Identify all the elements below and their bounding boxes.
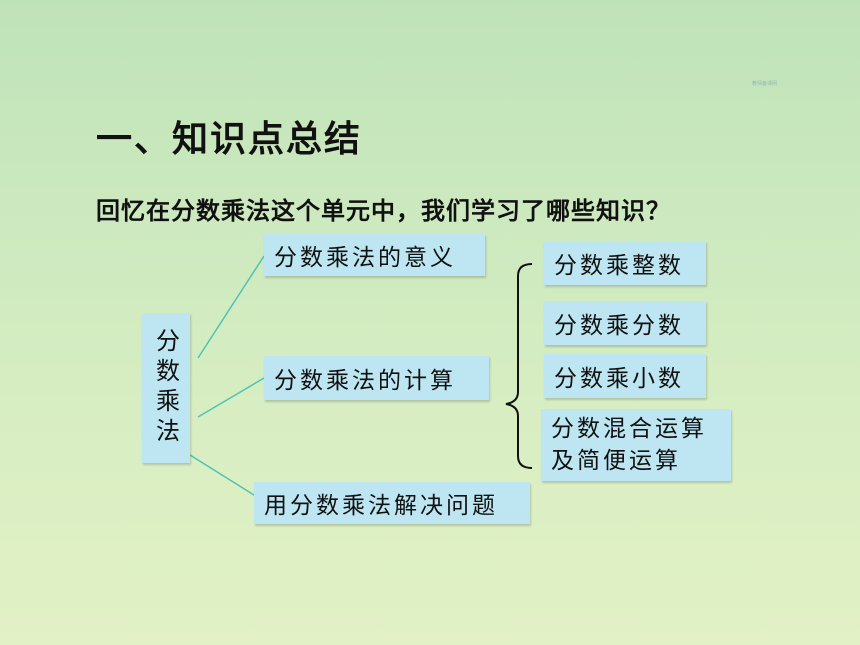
- watermark: 教师备课网: [752, 81, 778, 87]
- calc-item-decimal: 分数乘小数: [544, 354, 706, 398]
- root-node: 分数乘法: [142, 313, 190, 463]
- page-title: 一、知识点总结: [96, 119, 363, 160]
- branch-calculation: 分数乘法的计算: [264, 356, 489, 400]
- calc-item-fraction: 分数乘分数: [544, 301, 706, 345]
- calc-item-mixed-line2: 及简便运算: [551, 448, 681, 474]
- calc-item-mixed: 分数混合运算 及简便运算: [541, 409, 731, 481]
- calc-item-mixed-line1: 分数混合运算: [551, 416, 707, 442]
- calc-brace: [505, 263, 533, 469]
- question-text: 回忆在分数乘法这个单元中，我们学习了哪些知识？: [96, 197, 671, 225]
- connector-calc: [197, 377, 265, 418]
- calc-item-integer: 分数乘整数: [544, 241, 706, 285]
- branch-solve: 用分数乘法解决问题: [254, 482, 530, 524]
- connector-solve: [189, 454, 263, 501]
- branch-meaning: 分数乘法的意义: [264, 234, 485, 276]
- connector-meaning: [197, 255, 265, 359]
